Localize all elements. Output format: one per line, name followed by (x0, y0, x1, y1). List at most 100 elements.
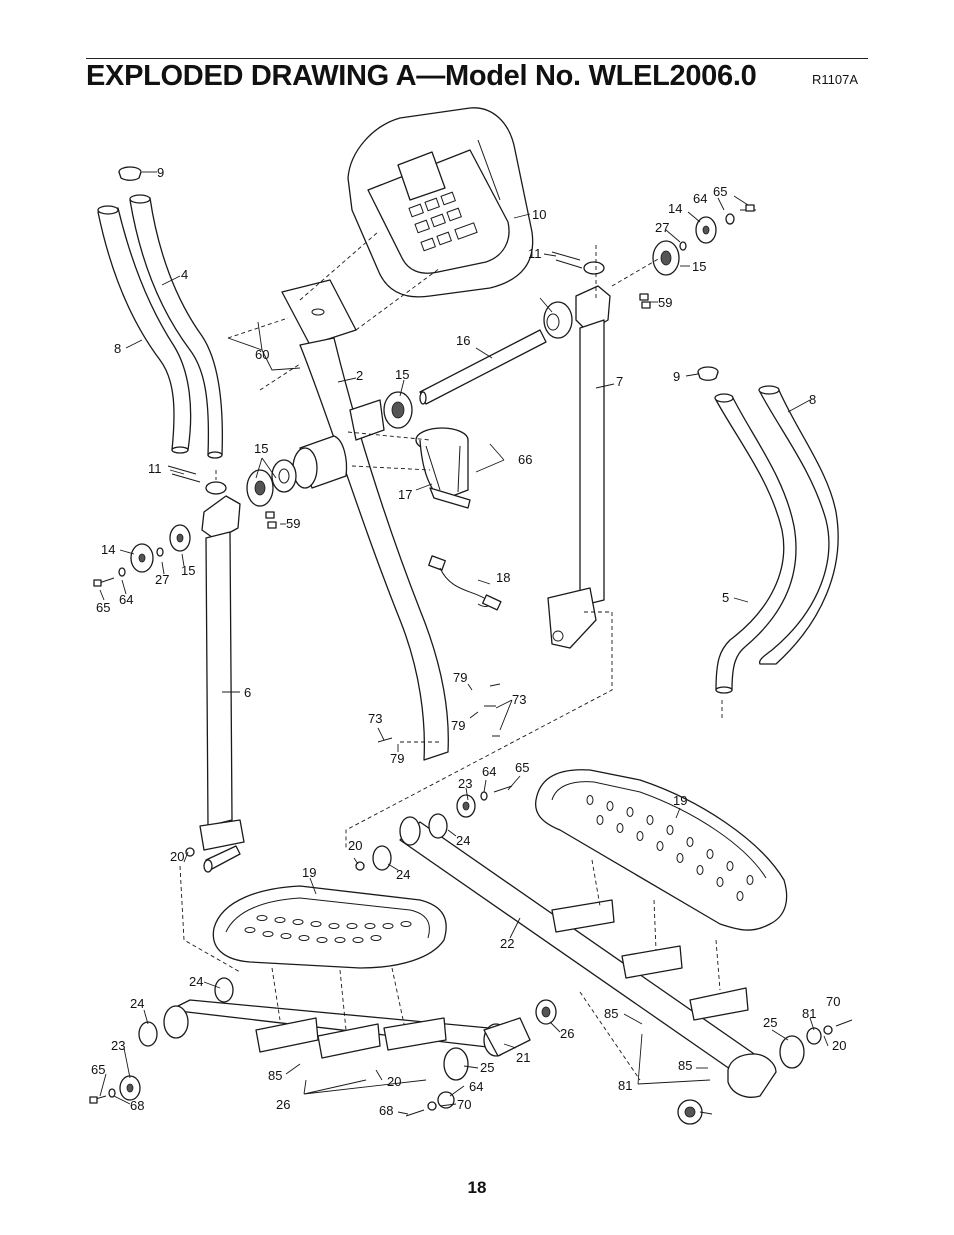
callout: 10 (532, 207, 546, 222)
callout: 64 (469, 1079, 483, 1094)
bushing-15b (383, 391, 413, 429)
callout: 27 (655, 220, 669, 235)
right-upright-arm-7 (547, 261, 611, 649)
callout: 26 (276, 1097, 290, 1112)
left-pedal-holes (244, 915, 412, 943)
wire-harness-18 (428, 555, 502, 611)
callout: 22 (500, 936, 514, 951)
callout: 81 (802, 1006, 816, 1021)
callout: 24 (456, 833, 470, 848)
hub-right (652, 216, 717, 276)
drawing-code: R1107A (812, 72, 859, 87)
callout: 11 (528, 246, 542, 261)
right-pedal-holes (586, 795, 754, 901)
callout: 15 (692, 259, 706, 274)
callout: 14 (668, 201, 682, 216)
left-upright-arm-6 (199, 481, 245, 873)
callout: 17 (398, 487, 412, 502)
page-number: 18 (467, 1178, 487, 1197)
callout: 6 (244, 685, 251, 700)
callout: 23 (111, 1038, 125, 1053)
leader-lines (99, 171, 829, 1115)
hardware-left (93, 465, 277, 587)
right-upper-arm-8 (758, 385, 839, 665)
upright-frame-2 (281, 279, 449, 761)
callout: 25 (763, 1015, 777, 1030)
callout: 85 (678, 1058, 692, 1073)
callout: 8 (809, 392, 816, 407)
right-pedal-arm-22 (399, 816, 777, 1098)
callout: 14 (101, 542, 115, 557)
hardware-top-right (551, 204, 756, 309)
callout: 9 (673, 369, 680, 384)
callout: 23 (458, 776, 472, 791)
callout: 85 (268, 1068, 282, 1083)
callout: 5 (722, 590, 729, 605)
callout: 11 (148, 461, 162, 476)
hub-left (246, 435, 348, 507)
callout: 73 (368, 711, 382, 726)
callout: 25 (480, 1060, 494, 1075)
callout: 15 (395, 367, 409, 382)
callout: 24 (189, 974, 203, 989)
callout: 66 (518, 452, 532, 467)
callout: 68 (379, 1103, 393, 1118)
lower-hardware (89, 683, 853, 1125)
callout: 73 (512, 692, 526, 707)
callout: 60 (255, 347, 269, 362)
callout: 70 (826, 994, 840, 1009)
callout: 20 (387, 1074, 401, 1089)
callout: 27 (155, 572, 169, 587)
callout: 68 (130, 1098, 144, 1113)
left-upper-arm-8 (97, 205, 192, 454)
callout: 85 (604, 1006, 618, 1021)
callout: 65 (713, 184, 727, 199)
callout: 2 (356, 368, 363, 383)
end-cap-9-right (697, 366, 719, 381)
callout: 81 (618, 1078, 632, 1093)
callout: 70 (457, 1097, 471, 1112)
callout: 24 (130, 996, 144, 1011)
callout: 20 (348, 838, 362, 853)
right-pedal-19 (534, 769, 788, 931)
left-pedal-19 (212, 885, 447, 969)
callout: 59 (658, 295, 672, 310)
console (347, 107, 534, 298)
callout: 20 (170, 849, 184, 864)
callout: 15 (181, 563, 195, 578)
callout: 79 (453, 670, 467, 685)
page-title: EXPLODED DRAWING A—Model No. WLEL2006.0 (86, 60, 757, 92)
callout: 64 (693, 191, 707, 206)
callout: 64 (482, 764, 496, 779)
callout-labels: 9 4 8 10 64 65 14 27 11 15 59 60 2 16 7 … (91, 165, 846, 1118)
callout: 24 (396, 867, 410, 882)
header-rule (86, 58, 868, 59)
left-pedal-arm-21 (163, 999, 531, 1059)
pivot-axle-16 (419, 329, 547, 405)
callout: 26 (560, 1026, 574, 1041)
callout: 64 (119, 592, 133, 607)
right-upper-arm-5 (714, 393, 797, 694)
callout: 21 (516, 1050, 530, 1065)
callout: 19 (302, 865, 316, 880)
callout: 79 (390, 751, 404, 766)
callout: 79 (451, 718, 465, 733)
callout: 20 (832, 1038, 846, 1053)
end-cap-9-left (118, 166, 142, 181)
left-upper-arm-4 (129, 194, 223, 459)
callout: 8 (114, 341, 121, 356)
callout: 9 (157, 165, 164, 180)
callout: 65 (91, 1062, 105, 1077)
console-buttons (408, 191, 478, 252)
assembly-lines (179, 231, 723, 1081)
callout: 16 (456, 333, 470, 348)
bottle-holder-17 (415, 427, 471, 509)
callout: 7 (616, 374, 623, 389)
callout: 65 (96, 600, 110, 615)
callout: 19 (673, 793, 687, 808)
callout: 65 (515, 760, 529, 775)
callout: 59 (286, 516, 300, 531)
callout: 4 (181, 267, 188, 282)
callout: 18 (496, 570, 510, 585)
